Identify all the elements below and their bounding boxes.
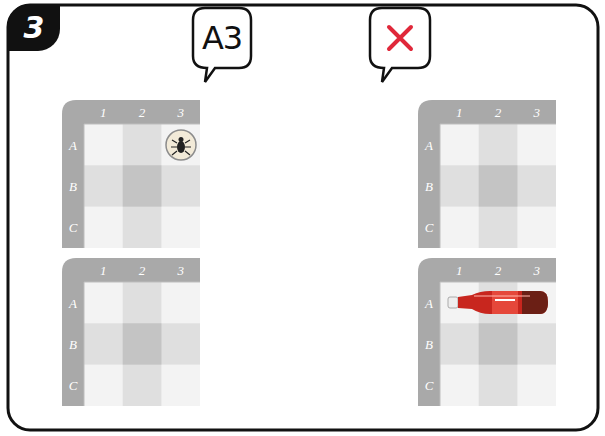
row-letter: A <box>425 138 433 151</box>
row-letter: C <box>425 221 434 234</box>
step-number: 3 <box>24 13 45 43</box>
row-letter: B <box>69 180 77 193</box>
row-letter: A <box>69 138 77 151</box>
speech-bubble <box>370 8 430 82</box>
column-number: 1 <box>100 106 107 119</box>
row-letter: B <box>425 338 433 351</box>
row-letter: C <box>69 221 78 234</box>
row-letter: B <box>425 180 433 193</box>
row-letter: A <box>69 296 77 309</box>
row-letter: C <box>69 379 78 392</box>
speech-bubble: A3 <box>193 8 251 68</box>
column-number: 2 <box>495 264 502 277</box>
row-letter: B <box>69 338 77 351</box>
miss-cross <box>389 27 411 49</box>
column-number: 3 <box>533 106 540 119</box>
frame <box>8 5 598 430</box>
grid-board <box>62 258 200 406</box>
grid-board <box>418 258 556 406</box>
column-number: 3 <box>177 106 184 119</box>
column-number: 2 <box>139 264 146 277</box>
column-number: 1 <box>456 106 463 119</box>
column-number: 3 <box>177 264 184 277</box>
column-number: 3 <box>533 264 540 277</box>
soda-bottle <box>448 291 548 314</box>
column-number: 2 <box>139 106 146 119</box>
bug-token <box>166 130 196 160</box>
grid-board <box>418 100 556 248</box>
column-number: 2 <box>495 106 502 119</box>
bubble-text: A3 <box>202 22 242 54</box>
grid-board <box>62 100 200 248</box>
column-number: 1 <box>100 264 107 277</box>
column-number: 1 <box>456 264 463 277</box>
row-letter: C <box>425 379 434 392</box>
row-letter: A <box>425 296 433 309</box>
step-badge: 3 <box>8 5 60 51</box>
